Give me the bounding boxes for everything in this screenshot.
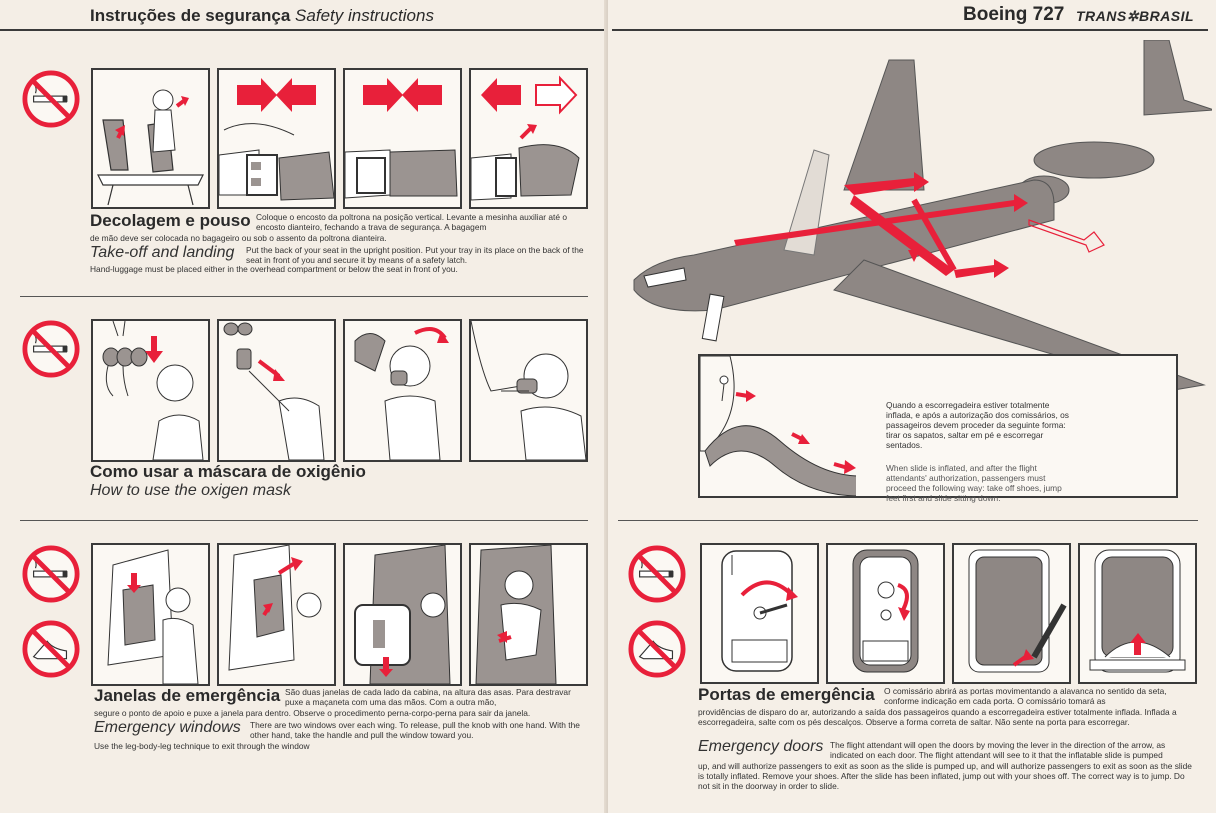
oxygen-mask-icon — [102, 321, 204, 460]
airline-logo: TRANS✲BRASIL — [1076, 8, 1194, 25]
seat-icon — [97, 89, 204, 206]
takeoff-text-pt-2: de mão deve ser colocada no bagageiro ou… — [90, 233, 387, 243]
seatbelt-icon — [219, 78, 334, 201]
door-icon — [721, 550, 798, 672]
slide-icon — [700, 356, 860, 496]
windows-title-en: Emergency windows — [94, 719, 241, 736]
panel-window-1 — [91, 543, 210, 686]
panel-seat-upright — [91, 68, 210, 209]
panel-window-2 — [217, 543, 336, 686]
doors-title-en: Emergency doors — [698, 738, 824, 755]
right-page: Boeing 727 TRANS✲BRASIL — [608, 0, 1216, 813]
no-smoking-icon — [22, 320, 80, 378]
window-icon — [107, 549, 199, 684]
windows-text-en-2: Use the leg-body-leg technique to exit t… — [94, 741, 310, 751]
doors-text-pt-2: providências de disparo do ar, autorizan… — [698, 707, 1177, 727]
no-smoking-icon — [22, 545, 80, 603]
takeoff-text-pt-1: Coloque o encosto da poltrona na posição… — [256, 212, 568, 232]
left-header: Instruções de segurança Safety instructi… — [90, 6, 434, 26]
header-rule — [0, 29, 604, 31]
panel-seatbelt-3 — [469, 68, 588, 209]
panel-door-1 — [700, 543, 819, 684]
aircraft-model: Boeing 727 — [963, 4, 1065, 25]
doors-text-pt-1: O comissário abrirá as portas movimentan… — [884, 686, 1167, 706]
panel-slide-frame — [856, 354, 1178, 498]
panel-oxygen-2 — [217, 319, 336, 462]
doors-text-en-2: up, and will authorize passengers to exi… — [698, 761, 1192, 791]
takeoff-title-pt: Decolagem e pouso — [90, 211, 251, 230]
left-page: Instruções de segurança Safety instructi… — [0, 6, 604, 751]
windows-text-pt-1: São duas janelas de cada lado da cabina,… — [285, 687, 571, 707]
oxygen-title-en: How to use the oxigen mask — [90, 482, 291, 499]
panel-window-3 — [343, 543, 462, 686]
no-smoking-icon — [628, 545, 686, 603]
brand-part2: BRASIL — [1138, 8, 1195, 24]
doors-title-pt: Portas de emergência — [698, 685, 875, 704]
no-heels-icon — [628, 620, 686, 678]
takeoff-text-en-1: Put the back of your seat in the upright… — [246, 245, 584, 265]
windows-text-en-1: There are two windows over each wing. To… — [250, 720, 580, 740]
panel-slide — [698, 354, 862, 498]
oxygen-title-pt: Como usar a máscara de oxigênio — [90, 462, 366, 481]
right-header-rule — [612, 29, 1208, 31]
no-smoking-icon — [22, 70, 80, 128]
takeoff-title-en: Take-off and landing — [90, 244, 235, 261]
no-heels-icon — [22, 620, 80, 678]
panel-window-4 — [469, 543, 588, 686]
brand-star-icon: ✲ — [1126, 8, 1139, 24]
airplane-diagram-icon — [633, 40, 1212, 391]
right-section-divider — [618, 520, 1198, 521]
panel-seatbelt-2 — [343, 68, 462, 209]
panel-oxygen-1 — [91, 319, 210, 462]
header-title-pt: Instruções de segurança — [90, 6, 291, 25]
slide-text-pt: Quando a escorregadeira estiver totalmen… — [886, 400, 1069, 450]
panel-seatbelt-1 — [217, 68, 336, 209]
panel-oxygen-4 — [469, 319, 588, 462]
header-title-en: Safety instructions — [295, 6, 434, 25]
windows-text-pt-2: segure o ponto de apoio e puxe a janela … — [94, 708, 531, 718]
panel-door-2 — [826, 543, 945, 684]
section-divider-1 — [20, 296, 588, 297]
section-divider-2 — [20, 520, 588, 521]
takeoff-text-en-2: Hand-luggage must be placed either in th… — [90, 264, 458, 274]
panel-door-3 — [952, 543, 1071, 684]
slide-text-en: When slide is inflated, and after the fl… — [886, 463, 1062, 503]
brand-part1: TRANS — [1076, 8, 1127, 24]
doors-text-en-1: The flight attendant will open the doors… — [830, 740, 1166, 760]
panel-door-4 — [1078, 543, 1197, 684]
windows-title-pt: Janelas de emergência — [94, 686, 281, 705]
panel-oxygen-3 — [343, 319, 462, 462]
